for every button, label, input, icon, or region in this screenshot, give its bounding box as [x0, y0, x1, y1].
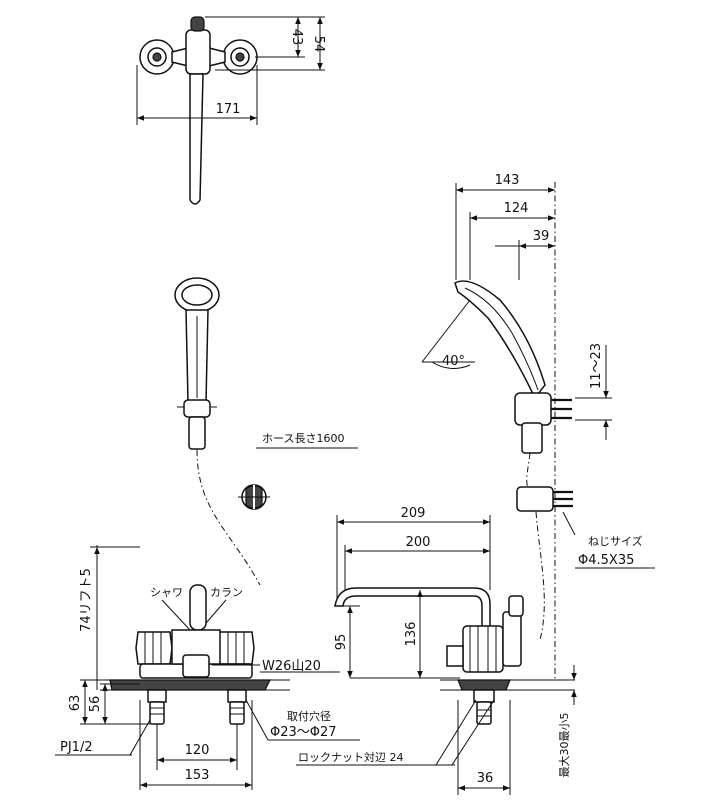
dim-36-label: 36 — [477, 771, 494, 786]
top-view: 43 54 171 — [136, 16, 326, 205]
dim-56-label: 56 — [88, 696, 103, 713]
dim-120-label: 120 — [185, 743, 210, 758]
dim-43-label: 43 — [289, 29, 304, 46]
spout-view: 209 200 95 136 ロックナット対辺 24 — [296, 506, 577, 795]
screw-size-title: ねじサイズ — [588, 534, 643, 548]
dim-171-label: 171 — [216, 102, 241, 117]
dim-95-label: 95 — [334, 634, 349, 651]
pipe-thread-label: PJ1/2 — [60, 740, 93, 755]
dim-153-label: 153 — [185, 768, 210, 783]
counter-thickness-label: 最大30最小5 — [557, 713, 571, 778]
dim-124-label: 124 — [504, 201, 529, 216]
hose-length-label: ホース長さ1600 — [262, 432, 344, 445]
top-left-handle — [139, 39, 175, 75]
dim-209-label: 209 — [401, 506, 426, 521]
dim-11-23-label: 11〜23 — [589, 343, 604, 389]
screw-size-label: Φ4.5X35 — [578, 553, 634, 568]
dim-200-label: 200 — [406, 535, 431, 550]
dim-54-label: 54 — [311, 36, 326, 53]
dim-143-label: 143 — [495, 173, 520, 188]
locknut-label: ロックナット対辺 24 — [298, 750, 404, 764]
hole-diameter-title: 取付穴径 — [287, 709, 331, 723]
angle-label: 40° — [442, 354, 465, 369]
dim-74-lift-label: 74リフト5 — [79, 568, 94, 632]
front-view: 74リフト5 シャワ カラン W26山20 — [55, 545, 360, 790]
dim-39-label: 39 — [533, 229, 550, 244]
shower-label: シャワ — [150, 586, 183, 599]
dim-136-label: 136 — [404, 622, 419, 647]
hole-diameter-label: Φ23〜Φ27 — [270, 725, 337, 740]
dim-63-label: 63 — [68, 695, 83, 712]
thread-label: W26山20 — [262, 659, 321, 674]
shower-head: ホース長さ1600 — [174, 277, 358, 586]
faucet-label: カラン — [210, 586, 243, 599]
side-view: 143 124 39 40° 11〜23 ねじサイズ Φ4.5X35 — [421, 173, 655, 680]
valve-symbol — [238, 484, 270, 510]
top-right-handle — [222, 39, 258, 75]
